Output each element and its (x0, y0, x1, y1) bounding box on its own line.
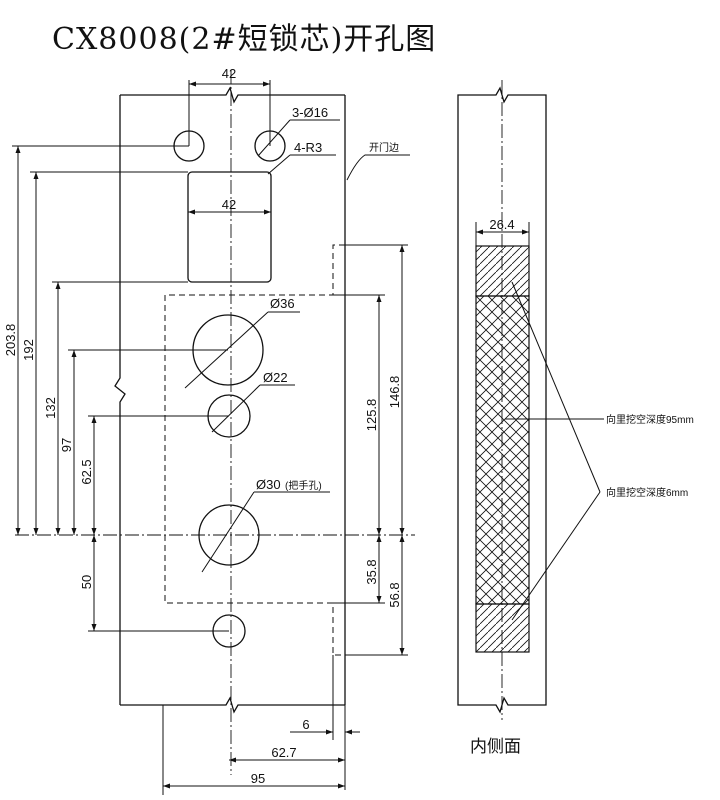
leader-d22: Ø22 (211, 370, 295, 433)
leader-depth-95: 向里挖空深度95mm (505, 413, 694, 426)
dim-label-62-5: 62.5 (79, 459, 94, 484)
front-plate (114, 86, 346, 714)
leader-depth-6: 向里挖空深度6mm (511, 281, 688, 621)
dim-97: 97 (59, 349, 228, 535)
dim-6: 6 (290, 655, 360, 790)
dim-label-146-8: 146.8 (387, 376, 402, 409)
dim-label-132: 132 (43, 397, 58, 419)
door-edge-label: 开门边 (369, 141, 399, 154)
label-depth-6: 向里挖空深度6mm (606, 486, 688, 499)
dim-label-125-8: 125.8 (364, 399, 379, 432)
dim-label-203-8: 203.8 (3, 324, 18, 357)
dim-label-192: 192 (21, 339, 36, 361)
crosshatch-block (475, 295, 530, 605)
dim-label-top-42: 42 (222, 66, 236, 81)
label-4-r3: 4-R3 (294, 140, 322, 155)
dim-146-8: 146.8 (345, 244, 408, 535)
dim-label-50: 50 (79, 575, 94, 589)
leader-4-r3: 4-R3 (267, 140, 336, 175)
dim-56-8: 56.8 (345, 535, 408, 656)
dim-125-8: 125.8 (333, 294, 385, 535)
dim-label-56-8: 56.8 (387, 582, 402, 607)
dim-50: 50 (79, 535, 229, 632)
leader-3-d16: 3-Ø16 (257, 105, 340, 157)
label-d30-note: (把手孔) (285, 479, 322, 492)
dim-203-8: 203.8 (3, 145, 189, 535)
dim-label-6: 6 (302, 717, 309, 732)
dim-62-5: 62.5 (79, 415, 229, 535)
leader-d30: Ø30 (把手孔) (201, 477, 330, 573)
dim-label-inner-42: 42 (222, 197, 236, 212)
dim-26-4: 26.4 (475, 217, 530, 246)
label-d30: Ø30 (256, 477, 281, 492)
label-3-d16: 3-Ø16 (292, 105, 328, 120)
dim-label-26-4: 26.4 (489, 217, 514, 232)
door-edge-note: 开门边 (346, 141, 410, 181)
label-d22: Ø22 (263, 370, 288, 385)
dim-132: 132 (43, 281, 188, 535)
dim-inner-42: 42 (188, 197, 271, 215)
dim-label-97: 97 (59, 438, 74, 452)
hatch-block-top (475, 245, 530, 297)
dim-35-8: 35.8 (333, 535, 385, 604)
dim-62-7: 62.7 (229, 745, 345, 763)
hatch-block-bottom (475, 603, 530, 653)
lock-body-outline (164, 244, 345, 656)
label-d36: Ø36 (270, 296, 295, 311)
label-depth-95: 向里挖空深度95mm (606, 413, 694, 426)
dim-192: 192 (21, 171, 188, 535)
dim-label-95: 95 (251, 771, 265, 786)
dim-label-35-8: 35.8 (364, 559, 379, 584)
side-view-caption: 内侧面 (470, 737, 521, 757)
side-view (457, 80, 547, 720)
rect-cutout (187, 171, 272, 283)
drawing-title: CX8008(2#短锁芯)开孔图 (52, 22, 437, 57)
dim-label-62-7: 62.7 (271, 745, 296, 760)
dim-95: 95 (162, 705, 345, 795)
dim-top-42: 42 (188, 66, 271, 146)
